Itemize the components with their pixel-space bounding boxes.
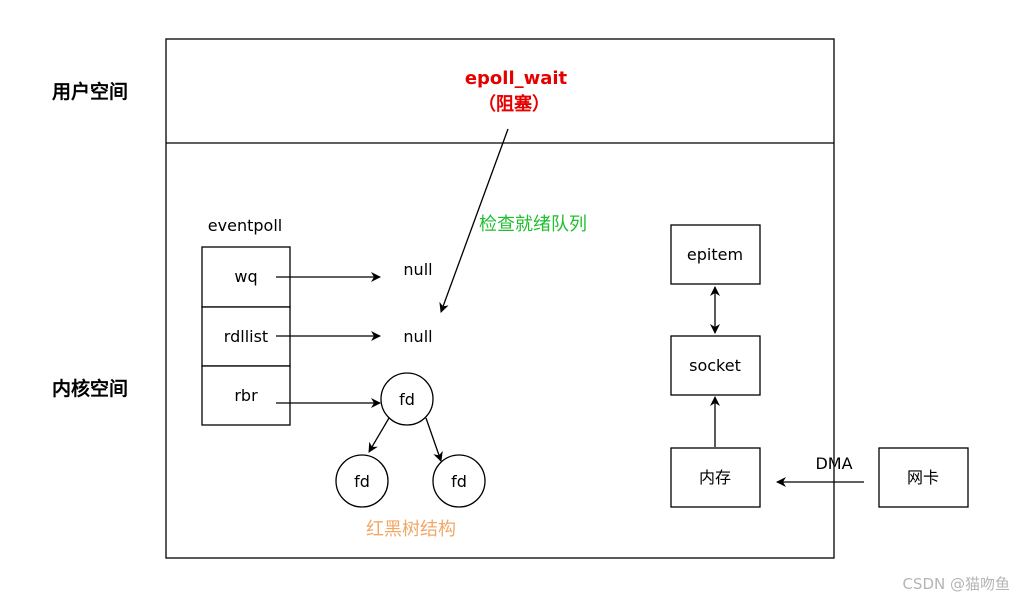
tree-edge-right bbox=[425, 417, 443, 462]
check-ready-queue-label: 检查就绪队列 bbox=[479, 214, 587, 235]
rb-tree: fd fd fd bbox=[335, 372, 486, 508]
check-ready-queue-arrow bbox=[439, 128, 509, 313]
user-space-label: 用户空间 bbox=[52, 80, 128, 103]
wq-null-label: null bbox=[403, 260, 432, 279]
rb-tree-label: 红黑树结构 bbox=[366, 519, 456, 540]
tree-right-node bbox=[432, 454, 486, 508]
field-rbr-box bbox=[201, 365, 291, 426]
field-wq-label: wq bbox=[234, 267, 257, 286]
watermark: CSDN @猫吻鱼 bbox=[902, 575, 1010, 593]
memory-label: 内存 bbox=[699, 468, 731, 487]
epitem-box bbox=[670, 224, 761, 285]
tree-root-label: fd bbox=[399, 390, 415, 409]
tree-right-label: fd bbox=[451, 472, 467, 491]
memory-box bbox=[670, 447, 761, 508]
tree-edge-left bbox=[368, 417, 390, 453]
blocking-note: （阻塞） bbox=[478, 93, 550, 115]
rdllist-null-label: null bbox=[403, 327, 432, 346]
field-rdllist-label: rdllist bbox=[224, 327, 268, 346]
epitem-label: epitem bbox=[687, 245, 743, 264]
field-rbr-label: rbr bbox=[234, 386, 258, 405]
dma-label: DMA bbox=[815, 454, 852, 473]
eventpoll-title: eventpoll bbox=[208, 216, 282, 235]
nic-box bbox=[878, 447, 969, 508]
field-wq-box bbox=[201, 246, 291, 308]
eventpoll-struct: wq rdllist rbr bbox=[201, 246, 291, 426]
tree-left-node bbox=[335, 454, 389, 508]
socket-label: socket bbox=[689, 356, 741, 375]
kernel-space-label: 内核空间 bbox=[52, 377, 128, 400]
epoll-wait-label: epoll_wait bbox=[465, 68, 568, 89]
nic-label: 网卡 bbox=[907, 468, 939, 487]
tree-left-label: fd bbox=[354, 472, 370, 491]
socket-box bbox=[670, 335, 761, 396]
tree-root-node bbox=[380, 372, 434, 426]
